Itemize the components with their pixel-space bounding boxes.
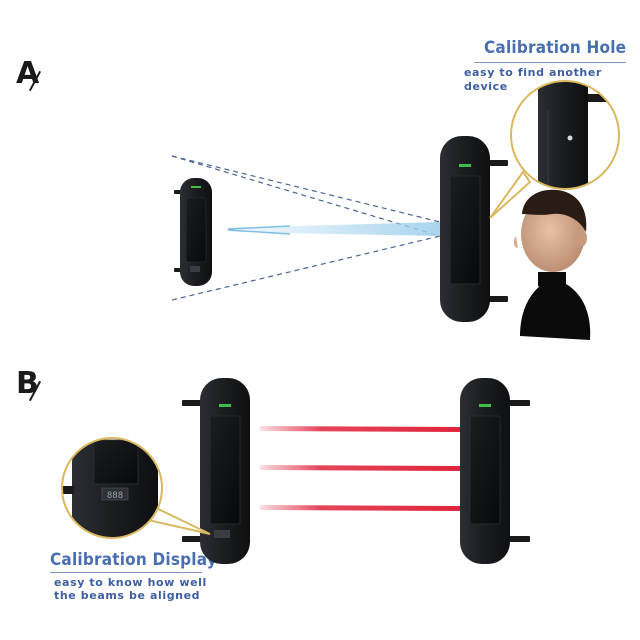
calibration-display-readout: 888 (107, 491, 123, 501)
infrared-beams (260, 426, 462, 511)
calibration-display-subtitle-1: easy to know how well (54, 576, 207, 589)
calibration-hole-title: Calibration Hole (484, 38, 627, 58)
detector-receiver (460, 378, 530, 564)
calibration-hole-underline (474, 62, 626, 63)
calibration-display-subtitle-2: the beams be aligned (54, 589, 201, 602)
calibration-display-title: Calibration Display (50, 550, 217, 570)
calibration-hole-callout (489, 80, 620, 219)
calibration-beam (228, 222, 440, 236)
detector-transmitter (182, 378, 250, 564)
calibration-display-underline (50, 572, 202, 573)
detector-small-far (174, 178, 212, 286)
calibration-hole-subtitle: easy to find another device (464, 66, 602, 93)
detection-dashed-lines (171, 155, 441, 301)
person-head (513, 189, 591, 340)
calibration-display-callout: 888 (61, 437, 211, 539)
detector-near (440, 136, 508, 322)
